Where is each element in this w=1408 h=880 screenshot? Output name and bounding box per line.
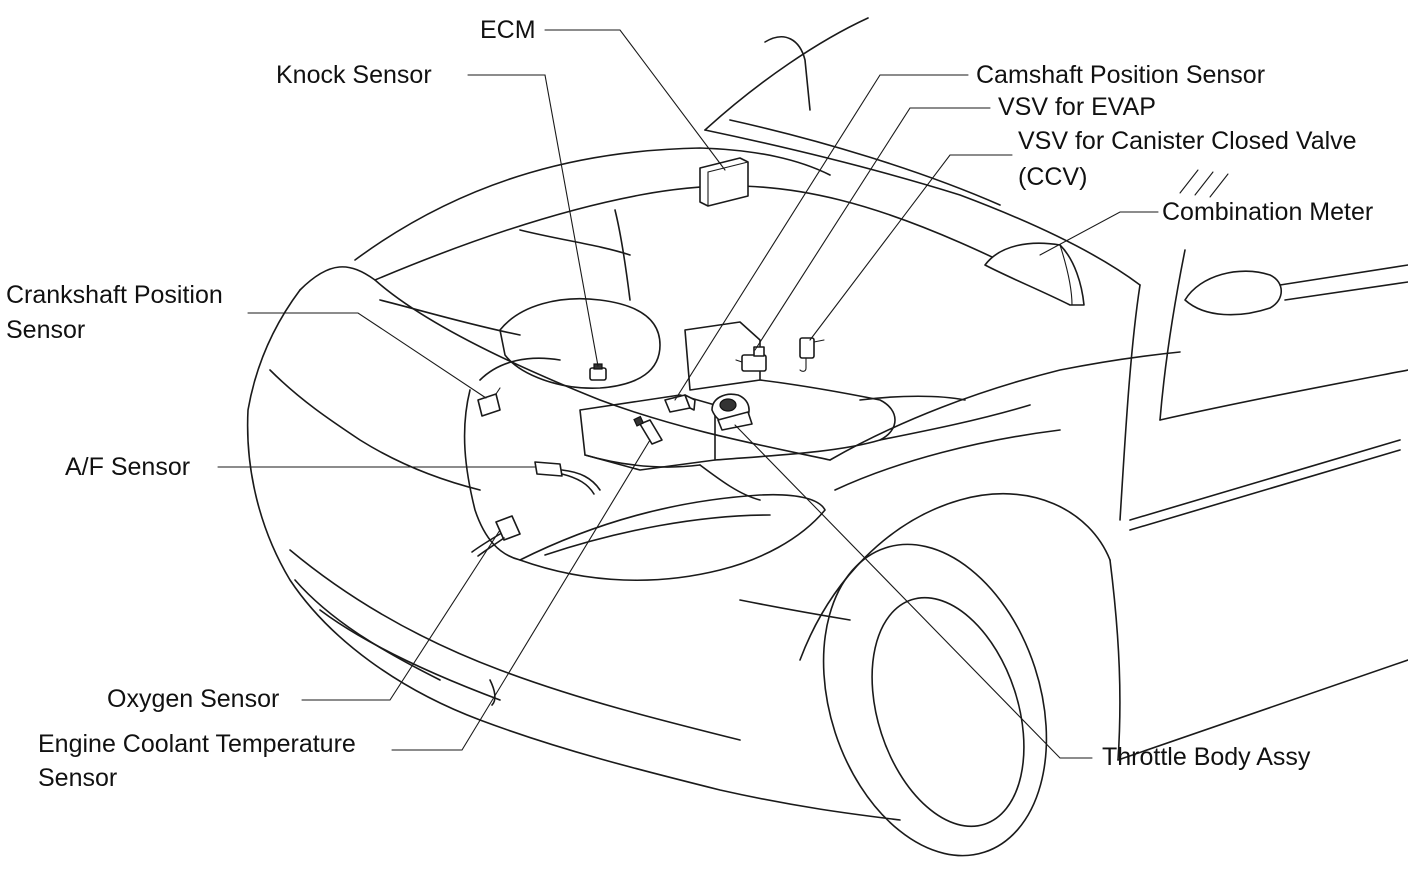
label-crankshaft-line1: Crankshaft Position xyxy=(6,281,223,309)
combination-meter-icon xyxy=(984,242,1085,306)
crankshaft-position-sensor-icon xyxy=(477,387,501,417)
components xyxy=(471,157,1085,557)
ect-sensor-icon xyxy=(633,415,663,445)
label-ect-line2: Sensor xyxy=(38,764,118,792)
leader-combination-meter xyxy=(1039,211,1159,256)
oxygen-sensor-icon xyxy=(471,515,521,557)
af-sensor-icon xyxy=(534,461,601,495)
throttle-body-icon xyxy=(711,393,753,431)
label-ect-line1: Engine Coolant Temperature xyxy=(38,730,356,758)
label-combination-meter: Combination Meter xyxy=(1162,198,1374,226)
leader-oxygen-sensor xyxy=(301,529,501,701)
leader-ecm xyxy=(544,29,726,171)
label-ecm: ECM xyxy=(480,16,536,44)
label-camshaft-position-sensor: Camshaft Position Sensor xyxy=(976,61,1266,89)
label-vsv-ccv-line1: VSV for Canister Closed Valve xyxy=(1018,127,1357,155)
leader-vsv-ccv xyxy=(809,154,1013,341)
engine-bay xyxy=(379,297,1031,561)
label-vsv-ccv-line2: (CCV) xyxy=(1018,163,1088,191)
camshaft-position-sensor-icon xyxy=(664,394,696,413)
leader-vsv-evap xyxy=(754,107,991,351)
ecm-icon xyxy=(699,157,749,207)
label-crankshaft-line2: Sensor xyxy=(6,316,86,344)
vsv-ccv-icon xyxy=(799,337,825,372)
leader-ect-sensor xyxy=(391,439,651,751)
car-outline xyxy=(246,17,1408,857)
leader-lines xyxy=(217,29,1159,759)
label-oxygen-sensor: Oxygen Sensor xyxy=(107,685,280,713)
leader-crankshaft xyxy=(247,312,487,399)
label-vsv-evap: VSV for EVAP xyxy=(998,93,1156,121)
vsv-evap-icon xyxy=(735,346,767,372)
leader-throttle-body xyxy=(734,424,1093,759)
label-throttle-body: Throttle Body Assy xyxy=(1102,743,1311,771)
leader-knock-sensor xyxy=(467,74,599,367)
label-af-sensor: A/F Sensor xyxy=(65,453,191,481)
label-knock-sensor: Knock Sensor xyxy=(276,61,432,89)
leader-camshaft xyxy=(674,74,969,401)
